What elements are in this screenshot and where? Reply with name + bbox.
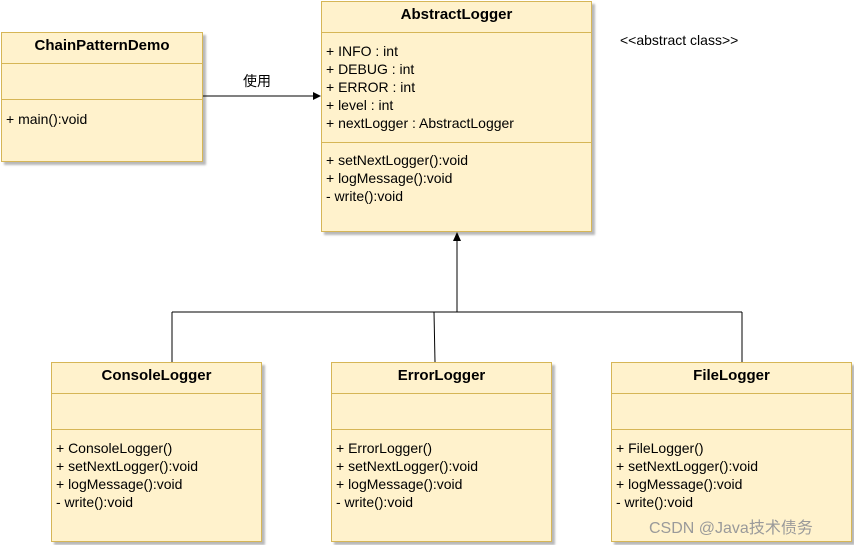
use-arrow-head [313,92,321,100]
method-row: + logMessage():void [616,476,743,492]
attribute-row: + INFO : int [326,43,398,59]
attributes-compartment: + INFO : int + DEBUG : int + ERROR : int… [322,33,591,143]
attributes-compartment [332,394,551,430]
method-row: + logMessage():void [336,476,463,492]
class-name: ErrorLogger [332,363,551,394]
method-row: + logMessage():void [56,476,183,492]
class-name: FileLogger [612,363,851,394]
method-row: + logMessage():void [326,170,453,186]
methods-compartment: + FileLogger() + setNextLogger():void + … [612,430,851,511]
class-chain-pattern-demo[interactable]: ChainPatternDemo + main():void [1,32,203,162]
attribute-row: + DEBUG : int [326,61,415,77]
attributes-compartment [612,394,851,430]
method-row: - write():void [56,494,134,510]
methods-compartment: + main():void [2,100,202,128]
class-name: AbstractLogger [322,2,591,33]
watermark: CSDN @Java技术债务 [649,520,813,537]
inherit-error-branch [433,311,436,363]
method-row: + ErrorLogger() [336,440,433,456]
method-row: + ConsoleLogger() [56,440,173,456]
methods-compartment: + ConsoleLogger() + setNextLogger():void… [52,430,261,511]
class-abstract-logger[interactable]: AbstractLogger + INFO : int + DEBUG : in… [321,1,592,232]
method-row: + setNextLogger():void [326,152,469,168]
methods-compartment: + ErrorLogger() + setNextLogger():void +… [332,430,551,511]
class-name: ChainPatternDemo [2,33,202,64]
method-row: + setNextLogger():void [616,458,759,474]
class-console-logger[interactable]: ConsoleLogger + ConsoleLogger() + setNex… [51,362,262,542]
class-file-logger[interactable]: FileLogger + FileLogger() + setNextLogge… [611,362,852,542]
method-row: + FileLogger() [616,440,704,456]
attributes-compartment [2,64,202,100]
class-name: ConsoleLogger [52,363,261,394]
method-row: + setNextLogger():void [56,458,199,474]
use-relationship-label: 使用 [243,73,271,89]
method-row: + main():void [6,111,88,127]
method-row: - write():void [616,494,694,510]
class-error-logger[interactable]: ErrorLogger + ErrorLogger() + setNextLog… [331,362,552,542]
attribute-row: + level : int [326,97,394,113]
attribute-row: + ERROR : int [326,79,416,95]
method-row: - write():void [326,188,404,204]
attribute-row: + nextLogger : AbstractLogger [326,115,514,131]
method-row: - write():void [336,494,414,510]
attributes-compartment [52,394,261,430]
inherit-arrow-head [453,232,461,241]
stereotype-label: <<abstract class>> [620,32,739,48]
methods-compartment: + setNextLogger():void + logMessage():vo… [322,143,591,205]
method-row: + setNextLogger():void [336,458,479,474]
